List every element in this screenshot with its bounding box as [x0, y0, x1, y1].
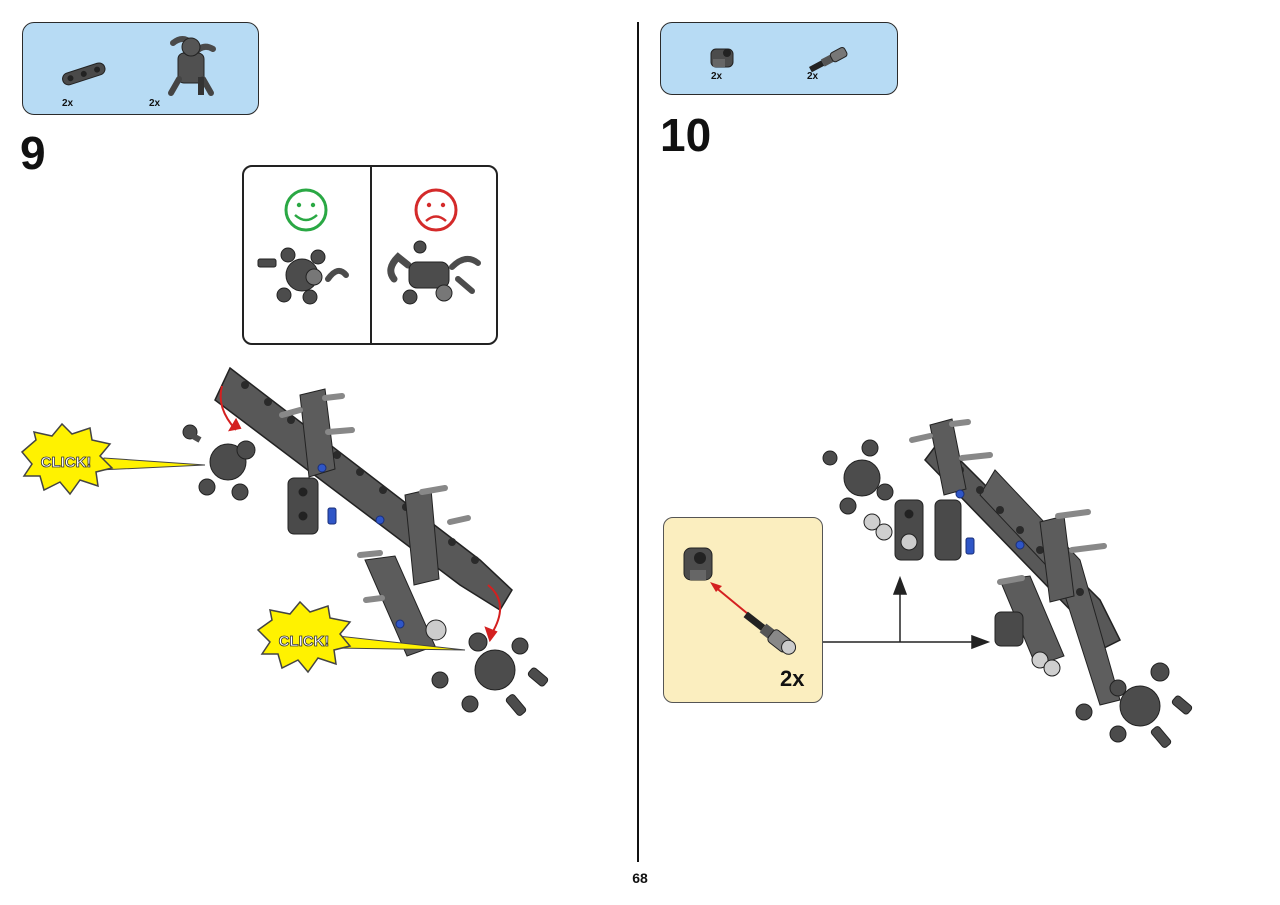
insert-arrow-icon: [710, 582, 749, 615]
step-10-assembly-illustration: [822, 418, 1193, 748]
parts-list-step-10: 2x 2x: [660, 22, 898, 95]
hint-divider: [370, 167, 372, 343]
incorrect-orientation-part-icon: [387, 240, 481, 305]
part-quantity: 2x: [807, 71, 819, 82]
vertical-frame-part: [929, 418, 1075, 667]
axle-connector-part-icon: [683, 547, 713, 581]
joint-connector-part-icon: [1075, 662, 1193, 748]
correct-orientation-part-icon: [257, 247, 349, 305]
part-quantity: 2x: [711, 71, 723, 82]
sad-face-icon: [414, 188, 458, 232]
rotation-arrow-icon: [219, 385, 501, 643]
vertical-frame-part: [299, 388, 440, 657]
beam-part-icon: [62, 62, 106, 86]
click-callout: [20, 422, 206, 496]
axle-pin-part: [279, 393, 471, 603]
click-callout-label: CLICK!: [41, 454, 92, 471]
joint-connector-part-icon: [182, 424, 256, 501]
hint-illustration: [257, 188, 481, 305]
page-divider: [637, 22, 639, 862]
click-callout: [256, 600, 466, 674]
page-number: 68: [632, 870, 648, 886]
connector-block-part: [894, 499, 1024, 647]
pin-axle-part-icon: [809, 47, 848, 73]
happy-face-icon: [284, 188, 328, 232]
joint-connector-part-icon: [431, 632, 549, 716]
subassembly-quantity: 2x: [780, 666, 805, 691]
axle-pin-part: [909, 419, 1107, 585]
orientation-hint-box: [242, 165, 498, 345]
blue-pin-part: [955, 489, 1025, 555]
axle-connector-part-icon: [710, 48, 734, 68]
subassembly-box: [663, 517, 823, 703]
step-9-assembly-illustration: CLICK! CLICK!: [20, 366, 549, 716]
part-quantity: 2x: [149, 98, 161, 109]
step-number: 9: [20, 127, 46, 179]
click-callout-label: CLICK!: [279, 633, 330, 650]
connector-block-part: [287, 477, 447, 641]
pin-axle-part: [863, 513, 1061, 677]
step-number: 10: [660, 109, 712, 161]
parts-list-step-9: 2x 2x: [22, 22, 259, 115]
joint-connector-part-icon: [822, 439, 894, 515]
subassembly-illustration: [683, 547, 797, 655]
joint-connector-part-icon: [168, 36, 216, 96]
pin-axle-part-icon: [743, 611, 797, 655]
part-quantity: 2x: [62, 98, 74, 109]
parts-list-illustration: [710, 47, 848, 73]
parts-list-illustration: [62, 36, 216, 96]
placement-arrow-icon: [823, 575, 991, 650]
